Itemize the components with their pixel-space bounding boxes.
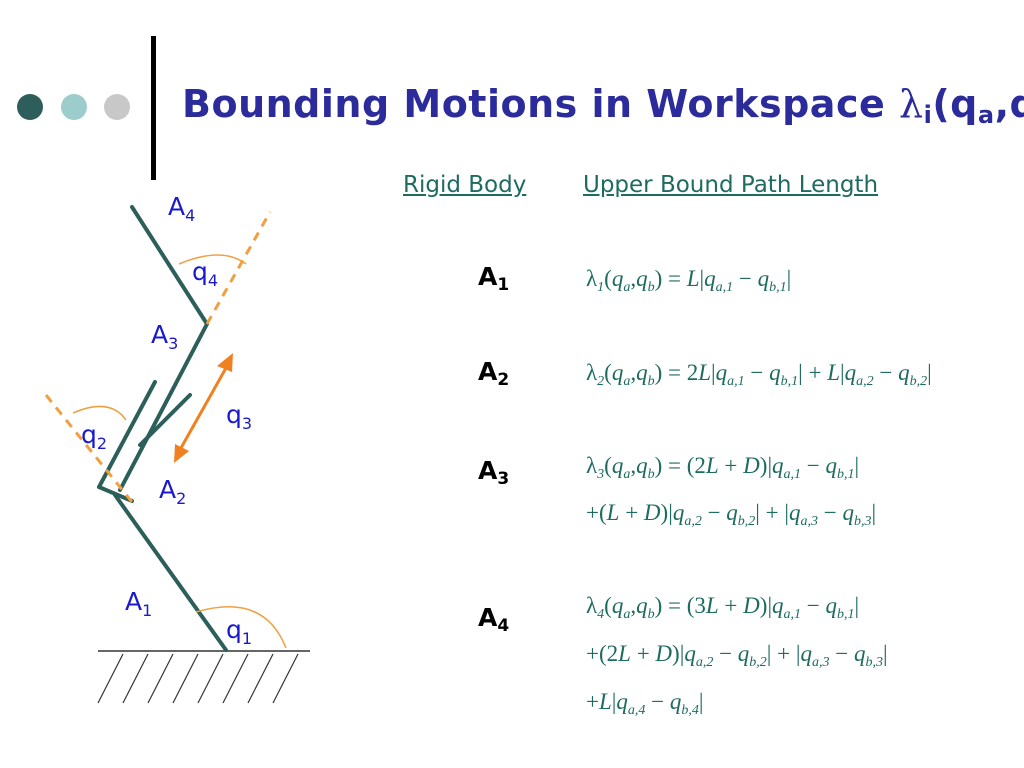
formula-a3-line1: λ3(qa,qb) = (2L + D)|qa,1 − qb,1| — [586, 453, 860, 482]
bullet-dot-dark — [17, 94, 43, 120]
title-qa-sub: a — [977, 101, 995, 129]
joint4-arc — [178, 254, 247, 265]
col-header-upper-bound: Upper Bound Path Length — [583, 172, 879, 198]
formula-a3-line2: +(L + D)|qa,2 − qb,2| + |qa,3 − qb,3| — [586, 500, 877, 529]
joint4-axis-dashed — [205, 211, 272, 325]
link-a2-base — [97, 485, 134, 503]
title-comma: ,q — [994, 82, 1024, 126]
row-label-a3: A3 — [478, 456, 510, 489]
row-label-a2: A2 — [478, 357, 510, 390]
label-a1: A1 — [125, 587, 152, 620]
joint2-axis-dashed — [44, 394, 134, 503]
link-a1 — [113, 493, 228, 652]
link-a2-outer — [97, 380, 157, 489]
joint2-arc — [72, 405, 127, 421]
formula-a4-line3: +L|qa,4 − qb,4| — [586, 689, 704, 718]
formula-a1: λ1(qa,qb) = L|qa,1 − qb,1| — [586, 266, 792, 295]
prismatic-arrow — [174, 353, 233, 463]
label-q4: q4 — [192, 257, 218, 290]
label-q2: q2 — [81, 420, 107, 453]
title-lambda: λ — [898, 82, 924, 126]
col-header-rigid-body: Rigid Body — [403, 172, 527, 198]
title-lambda-sub: i — [923, 101, 933, 129]
joint1-arc — [195, 605, 287, 649]
bullet-dot-teal — [61, 94, 87, 120]
manipulator-diagram: A4 q4 A3 q3 q2 A2 A1 q1 — [44, 192, 310, 704]
formula-a4-line1: λ4(qa,qb) = (3L + D)|qa,1 − qb,1| — [586, 593, 860, 622]
formula-a2: λ2(qa,qb) = 2L|qa,1 − qb,1| + L|qa,2 − q… — [586, 360, 932, 389]
title-open: (q — [932, 82, 978, 126]
label-a4: A4 — [168, 192, 195, 225]
link-a4 — [130, 205, 209, 326]
title-text: Bounding Motions in Workspace — [182, 82, 899, 126]
label-q1: q1 — [226, 615, 252, 648]
link-a3 — [118, 322, 209, 492]
row-label-a4: A4 — [478, 603, 510, 636]
label-a3: A3 — [151, 320, 178, 353]
ground — [97, 650, 310, 704]
bullet-dot-gray — [104, 94, 130, 120]
row-label-a1: A1 — [478, 262, 510, 295]
title-divider — [151, 36, 156, 180]
label-a2: A2 — [159, 475, 186, 508]
formula-a4-line2: +(2L + D)|qa,2 − qb,2| + |qa,3 − qb,3| — [586, 641, 888, 670]
label-q3: q3 — [226, 400, 252, 433]
page-title: Bounding Motions in Workspace λi(qa,qb) — [182, 82, 1024, 129]
